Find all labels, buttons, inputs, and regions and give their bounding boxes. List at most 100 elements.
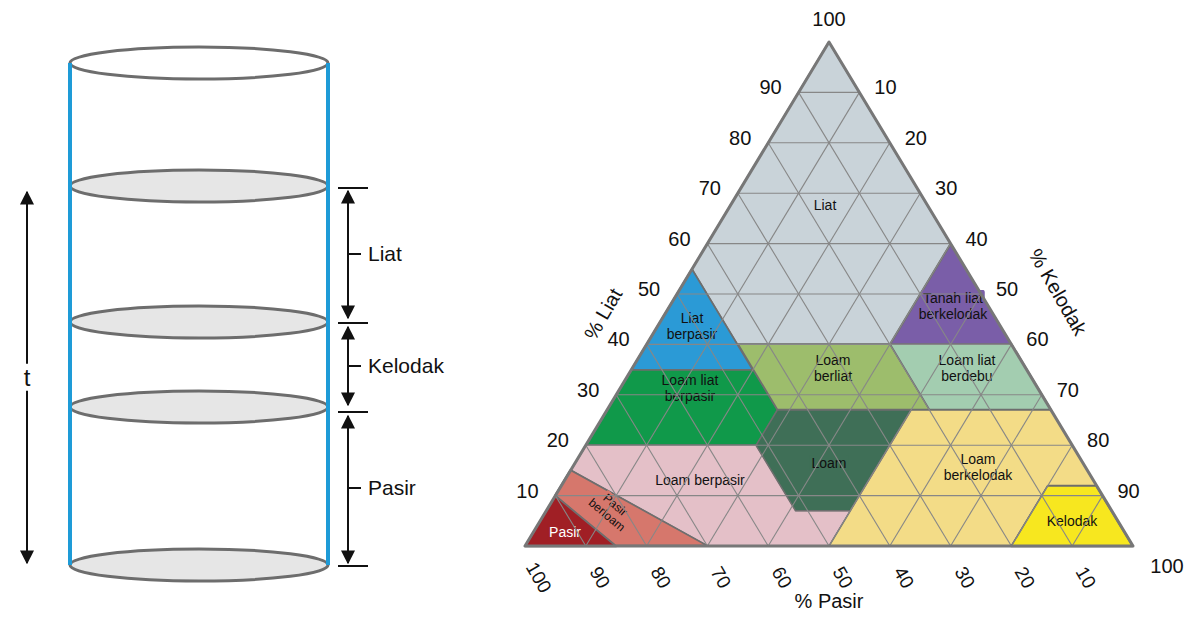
label-box: Pasir	[366, 476, 418, 499]
label-box: 90	[757, 76, 783, 98]
triangle-outline	[525, 42, 1133, 546]
grid-line	[738, 193, 920, 194]
axis-label: 30	[949, 561, 980, 593]
label-box: 30	[575, 379, 601, 401]
axis-label: 70	[706, 561, 737, 593]
axis-label: 100	[1148, 555, 1185, 577]
axis-label: 90	[1115, 480, 1141, 502]
axis-label: Kelodak	[366, 354, 446, 377]
label-box: Kelodak	[366, 354, 446, 377]
grid-line	[707, 244, 889, 546]
grid-line	[616, 395, 707, 546]
grid-line	[768, 244, 950, 546]
label-box: 20	[545, 429, 571, 451]
axis-label: 80	[645, 561, 676, 593]
label-box: t	[22, 365, 33, 391]
grid-line	[890, 344, 1012, 546]
label-box: 50	[994, 278, 1020, 300]
region-label: Loam liat berpasir	[660, 372, 721, 404]
label-box: 60	[666, 228, 692, 250]
grid-line	[647, 344, 1012, 345]
axis-label: 70	[1055, 379, 1081, 401]
axis-label: 40	[888, 561, 919, 593]
region-label-box: Loam berliat	[812, 352, 854, 384]
axis-label: Liat	[366, 242, 404, 265]
grid-line	[1011, 445, 1072, 546]
label-box: 50	[636, 278, 662, 300]
grid-line	[616, 394, 1042, 395]
grid-line	[799, 92, 1073, 546]
label-box: 20	[903, 127, 929, 149]
grid-line	[951, 395, 1042, 546]
axis-label: 80	[727, 127, 753, 149]
grid-line	[707, 243, 950, 244]
label-box: 40	[605, 328, 631, 350]
axis-label: 50	[827, 561, 858, 593]
label-box: 70	[697, 177, 723, 199]
label-box: 50	[827, 562, 858, 594]
label-box: 100	[810, 8, 847, 30]
grid-line	[677, 294, 829, 546]
grid-line	[647, 344, 769, 546]
label-box: Liat	[366, 242, 404, 265]
label-box: 60	[1024, 328, 1050, 350]
axis-label: 40	[605, 328, 631, 350]
axis-label: 40	[963, 228, 989, 250]
axis-label: 20	[903, 127, 929, 149]
grid-line	[768, 142, 890, 143]
axis-label: 20	[1010, 561, 1041, 593]
axis-label: 30	[575, 379, 601, 401]
label-box: 30	[933, 177, 959, 199]
axis-label: 50	[636, 278, 662, 300]
soil-region: Loam liat berpasir	[586, 370, 778, 446]
region-shape	[692, 42, 952, 346]
label-box: 90	[1115, 480, 1141, 502]
grid-line	[707, 193, 920, 546]
region-outline	[692, 42, 950, 344]
label-box: 40	[963, 228, 989, 250]
region-label: Liat	[812, 197, 839, 213]
axis-label: Pasir	[366, 476, 418, 499]
label-box: 80	[727, 127, 753, 149]
label-box: 10	[1070, 562, 1101, 594]
grid-line	[555, 495, 1102, 496]
label-box: 80	[1085, 429, 1111, 451]
label-box: 10	[872, 76, 898, 98]
grid-line	[677, 293, 981, 294]
axis-label: 10	[514, 480, 540, 502]
label-box: 40	[887, 562, 918, 594]
axis-label: 70	[697, 177, 723, 199]
region-outline	[586, 370, 778, 446]
grid-line	[586, 92, 860, 546]
label-box: % Pasir	[793, 590, 866, 612]
axis-label: 50	[994, 278, 1020, 300]
grid-line	[555, 496, 585, 546]
label-box: 100	[520, 557, 556, 598]
axis-label: 30	[933, 177, 959, 199]
axis-label: 10	[1071, 561, 1102, 593]
region-label-box: Liat	[812, 197, 839, 213]
label-box: 90	[583, 562, 614, 594]
grid-line	[586, 445, 647, 546]
label-box: 10	[514, 480, 540, 502]
axis-label: 20	[545, 429, 571, 451]
label-box: 100	[1148, 555, 1185, 577]
label-box: 70	[705, 562, 736, 594]
label-box: 60	[766, 562, 797, 594]
axis-label: % Kelodak	[1024, 243, 1093, 340]
region-label-box: Loam liat berpasir	[640, 372, 740, 404]
label-box: 30	[948, 562, 979, 594]
label-box: 80	[644, 562, 675, 594]
axis-label: 90	[584, 561, 615, 593]
axis-label: 60	[1024, 328, 1050, 350]
grid-line	[738, 193, 951, 546]
axis-label: 90	[757, 76, 783, 98]
region-label: Loam berkelodak	[942, 451, 1015, 483]
region-label: Liat berpasir	[665, 310, 720, 342]
axis-label: % Pasir	[793, 590, 866, 612]
axis-label: 80	[1085, 429, 1111, 451]
grid-line	[1072, 496, 1102, 546]
axis-label: 100	[521, 557, 557, 598]
region-label-box: Loam liat berdebu	[919, 352, 1014, 384]
